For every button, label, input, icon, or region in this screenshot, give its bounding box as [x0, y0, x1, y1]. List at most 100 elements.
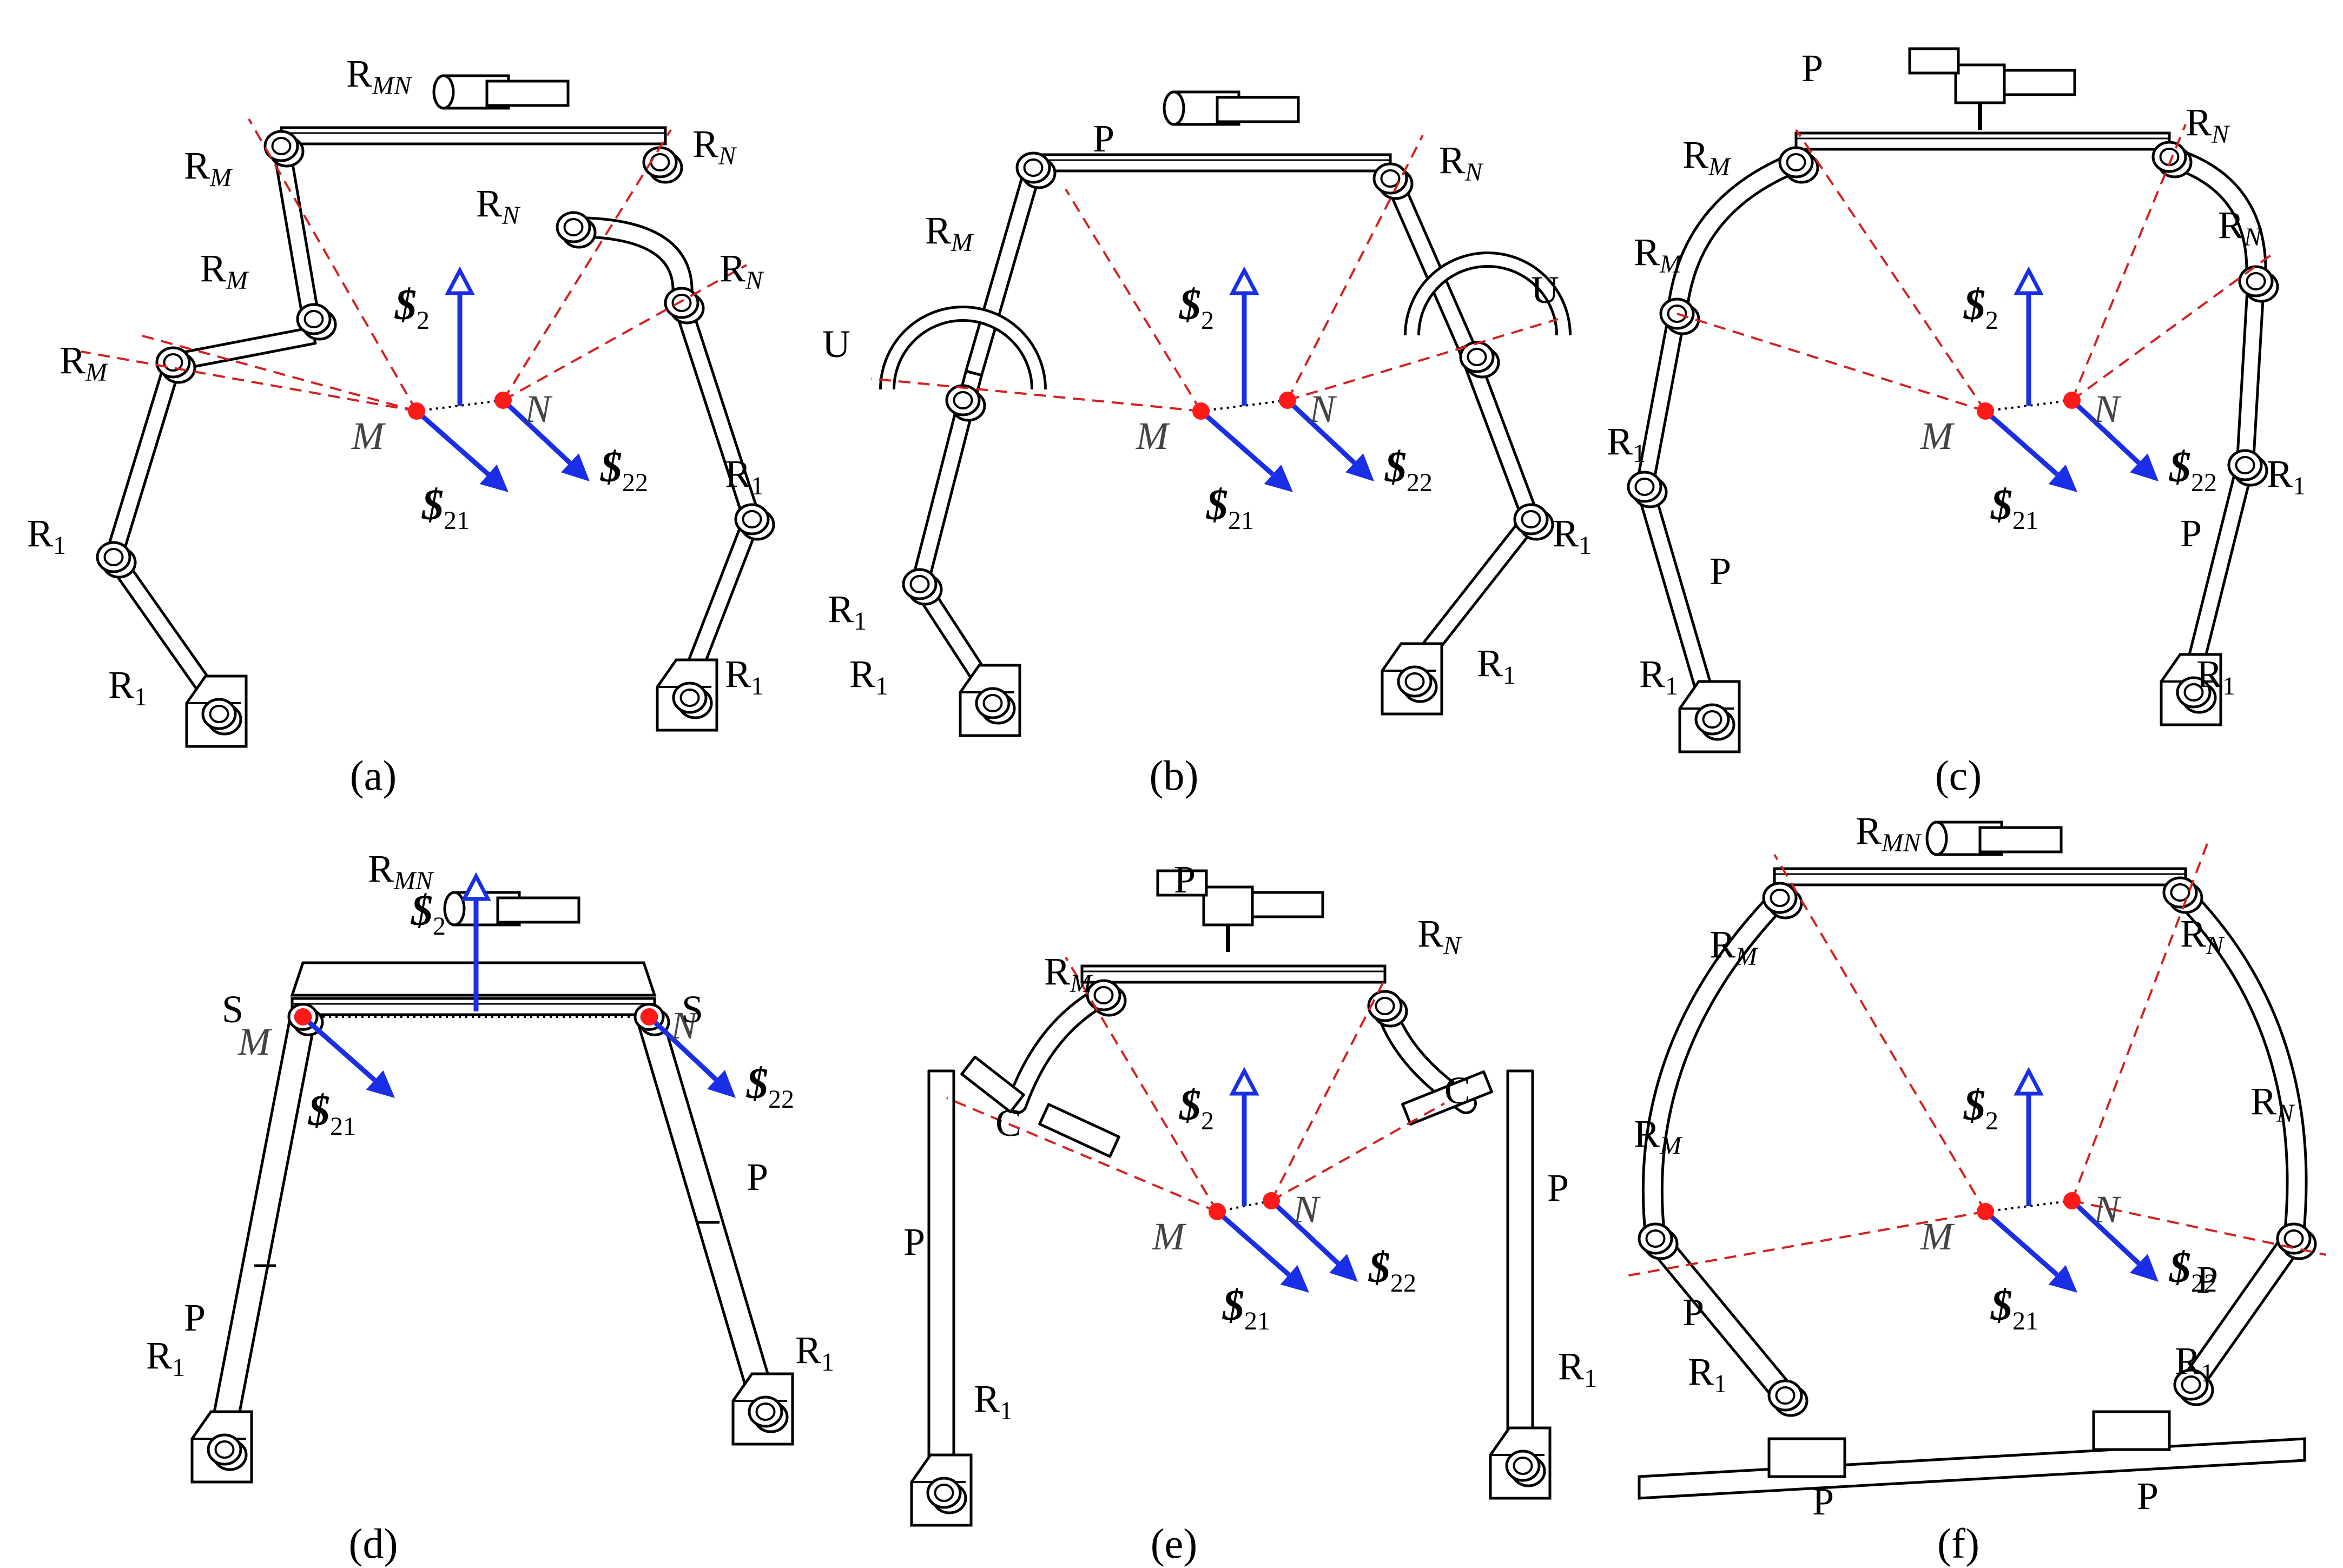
- joint-hole: [1404, 672, 1425, 691]
- joint-label-a-1: RM: [184, 144, 233, 192]
- joint-cap: [975, 687, 1011, 719]
- joint-hole: [1775, 1386, 1796, 1405]
- joint-label-b-2: U: [822, 322, 850, 366]
- joint-label-c-6: RN: [2186, 101, 2230, 149]
- joint-cap: [734, 503, 770, 535]
- joint-cap: [1513, 503, 1549, 535]
- joint-label-d-4: P: [747, 1155, 768, 1199]
- screw-21-label-b: $21: [1206, 481, 1254, 535]
- joint-cap: [1372, 162, 1408, 195]
- screw-2-arrow-c-head: [2014, 266, 2044, 295]
- joint-axis-line: [2071, 124, 2187, 401]
- prismatic-rail: [1251, 891, 1324, 918]
- joint-axis-line: [2071, 843, 2208, 1201]
- screw-22-label-a: $22: [600, 444, 648, 497]
- joint-hole: [1093, 986, 1114, 1004]
- joint-label-c-8: R1: [2267, 452, 2306, 500]
- platform-bar: [291, 997, 656, 1016]
- screw-21-label-d: $21: [308, 1087, 356, 1141]
- caption-b: (b): [1150, 752, 1199, 799]
- prismatic-block: [1954, 63, 2006, 104]
- joint-label-b-3: R1: [828, 587, 867, 636]
- joint-hole: [909, 575, 930, 593]
- mn-dotted-line: [416, 399, 504, 412]
- platform-bar: [1794, 131, 2171, 151]
- joint-cap: [1627, 471, 1662, 503]
- joint-label-f-3: RN: [2180, 912, 2225, 960]
- actuator-arm: [1978, 826, 2063, 854]
- screw-21-label-c: $21: [1990, 481, 2038, 535]
- prismatic-rail: [2003, 69, 2076, 96]
- point-m-a: [408, 402, 425, 420]
- joint-hole: [755, 1402, 776, 1421]
- point-n-label-e: N: [1292, 1188, 1321, 1231]
- screw-21-arrow-e-head: [1280, 1265, 1309, 1293]
- joint-cap: [296, 303, 332, 335]
- joint-hole: [1702, 710, 1722, 729]
- curved-link-fill: [1009, 987, 1112, 1112]
- platform-bar: [1080, 964, 1387, 984]
- joint-label-f-7: R1: [1688, 1350, 1727, 1398]
- screw-22-arrow-b: [1285, 398, 1356, 465]
- joint-label-e-4: C: [1444, 1069, 1470, 1112]
- joint-axis-line: [1270, 978, 1386, 1201]
- joint-axis-line: [81, 350, 417, 412]
- platform-bar: [1032, 153, 1392, 173]
- screw-21-arrow-b-head: [1264, 464, 1293, 492]
- slider-left: [1767, 1437, 1846, 1478]
- joint-label-e-6: P: [1547, 1166, 1569, 1209]
- joint-label-a-10: R1: [725, 652, 764, 700]
- joint-label-e-7: R1: [974, 1377, 1013, 1425]
- mn-dotted-line: [1985, 399, 2073, 412]
- joint-label-c-5: R1: [1639, 652, 1678, 700]
- screw-2-arrow-f-head: [2014, 1067, 2044, 1096]
- ground-rail: [1638, 1437, 2306, 1500]
- point-n-b: [1279, 392, 1296, 409]
- screw-22-arrow-c-head: [2130, 453, 2159, 481]
- caption-d: (d): [349, 1520, 398, 1567]
- joint-cap: [1367, 990, 1403, 1022]
- screw-2-label-d: $2: [411, 887, 446, 941]
- screw-22-arrow-f: [2070, 1199, 2141, 1266]
- prismatic-block: [1202, 885, 1254, 927]
- joint-cap: [2162, 876, 2198, 909]
- joint-label-a-7: RN: [476, 182, 521, 230]
- slider-right: [2092, 1410, 2171, 1451]
- joint-label-f-4: RN: [2250, 1080, 2295, 1128]
- joint-axis-line: [248, 118, 418, 412]
- joint-cap: [926, 1477, 962, 1509]
- joint-hole: [1467, 348, 1487, 366]
- point-m-e: [1209, 1203, 1226, 1220]
- joint-axis-line: [946, 1097, 1218, 1213]
- joint-hole: [1667, 305, 1687, 323]
- screw-21-arrow-c-head: [2048, 464, 2077, 492]
- screw-22-arrow-e: [1269, 1199, 1340, 1266]
- joint-hole: [103, 548, 124, 566]
- screw-22-arrow-c: [2070, 398, 2141, 465]
- joint-axis-line: [1271, 1102, 1445, 1202]
- joint-label-e-5: P: [903, 1220, 925, 1263]
- joint-label-f-6: P: [2196, 1258, 2218, 1301]
- joint-axis-line: [1622, 1210, 1986, 1278]
- joint-cap: [1762, 882, 1798, 914]
- point-m-d: [294, 1008, 312, 1026]
- u-joint-yoke-right-fill: [1407, 254, 1569, 336]
- joint-label-c-1: RM: [1682, 133, 1732, 181]
- point-m-label-e: M: [1152, 1215, 1187, 1258]
- joint-axis-line: [1773, 854, 1986, 1213]
- point-m-b: [1192, 402, 1210, 420]
- screw-21-arrow-f: [1984, 1209, 2059, 1277]
- joint-label-a-6: RN: [692, 122, 737, 170]
- joint-hole: [1634, 478, 1655, 496]
- joint-cap: [2173, 1368, 2209, 1401]
- joint-axis-line: [140, 334, 417, 412]
- joint-hole: [679, 689, 700, 707]
- joint-cap: [2238, 265, 2274, 297]
- screw-22-arrow-f-head: [2130, 1254, 2159, 1282]
- joint-label-b-4: R1: [849, 652, 888, 700]
